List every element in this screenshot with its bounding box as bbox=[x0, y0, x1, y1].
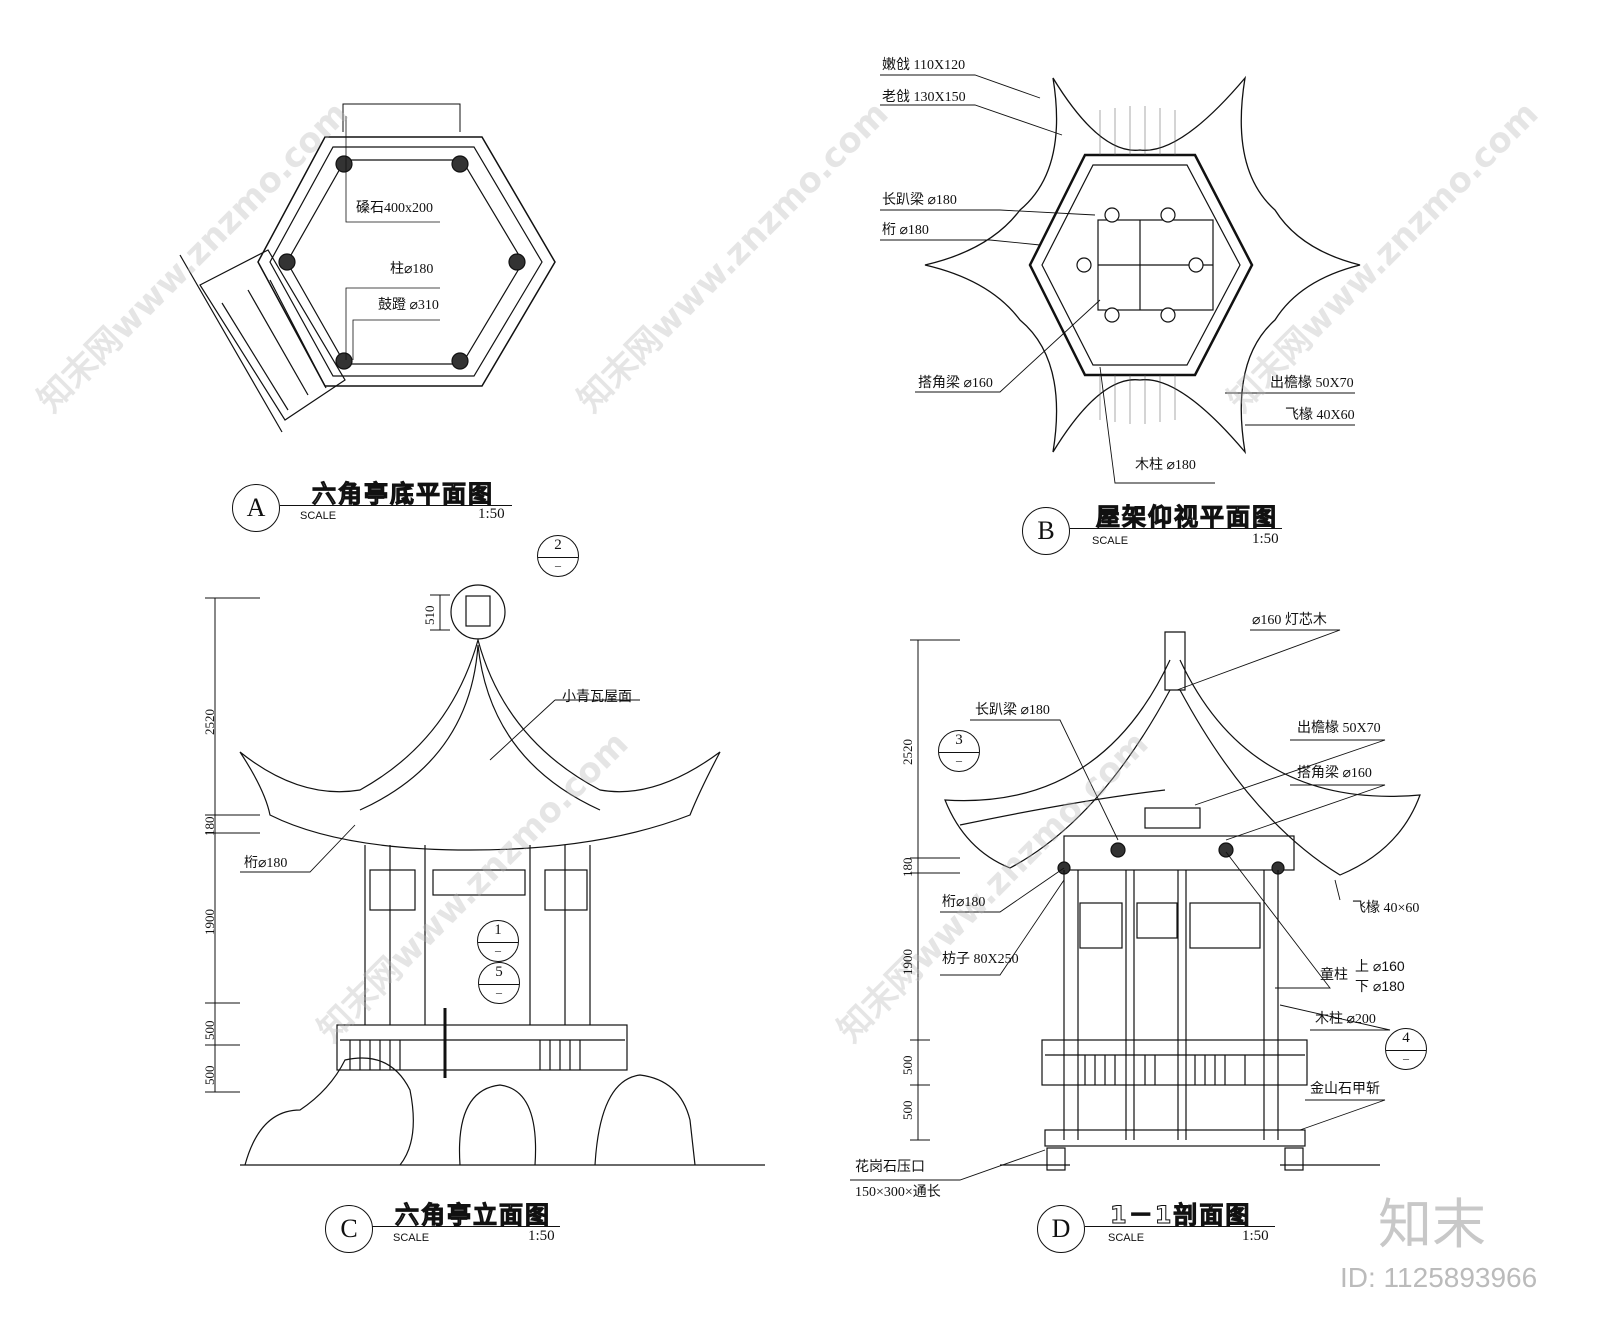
title-underline bbox=[372, 1226, 560, 1227]
bubble-sheet: – bbox=[478, 942, 518, 958]
panel-b-title: 屋架仰视平面图 bbox=[1096, 503, 1278, 532]
scale-ratio: 1:50 bbox=[478, 506, 505, 522]
dim-finial: 510 bbox=[422, 605, 437, 626]
label-short-post: 童柱 bbox=[1320, 968, 1348, 983]
bubble-sheet: – bbox=[939, 752, 979, 768]
dim-column: 1900 bbox=[202, 909, 217, 935]
label-flying-rafter: 飞椽 40×60 bbox=[1352, 901, 1420, 916]
label-column: 柱⌀180 bbox=[390, 262, 434, 277]
bubble-number: 2 bbox=[554, 537, 562, 553]
label-eave-rafter: 出檐椽 50X70 bbox=[1270, 376, 1354, 391]
detail-bubble-2[interactable]: 2– bbox=[537, 535, 579, 577]
bubble-sheet: – bbox=[479, 984, 519, 1000]
label-long-beam: 长趴梁 ⌀180 bbox=[975, 703, 1050, 718]
scale-label: SCALE bbox=[300, 510, 337, 522]
label-flying-rafter: 飞椽 40X60 bbox=[1285, 408, 1355, 423]
label-granite-base: 金山石甲斩 bbox=[1310, 1082, 1380, 1097]
dim-base: 500 bbox=[202, 1065, 217, 1086]
label-purlin: 桁 ⌀180 bbox=[882, 223, 929, 238]
leader-lines bbox=[240, 74, 1391, 1181]
title-underline bbox=[280, 505, 512, 506]
roof-frame-plan bbox=[924, 75, 1361, 455]
dim-rail: 500 bbox=[202, 1020, 217, 1041]
label-eave-rafter: 出檐椽 50X70 bbox=[1297, 721, 1381, 736]
bubble-number: 3 bbox=[955, 732, 963, 748]
scale-label: SCALE bbox=[1092, 535, 1129, 547]
panel-d-title: 1－1剖面图 bbox=[1109, 1201, 1252, 1230]
dim-roof: 2520 bbox=[900, 739, 915, 765]
bubble-sheet: – bbox=[538, 557, 578, 573]
label-wood-column: 木柱 ⌀180 bbox=[1135, 458, 1196, 473]
scale-label: SCALE bbox=[393, 1232, 430, 1244]
dim-rail: 500 bbox=[900, 1055, 915, 1076]
label-short-post-top: 上 ⌀160 bbox=[1355, 958, 1405, 974]
label-corner-beam: 搭角梁 ⌀160 bbox=[1297, 766, 1372, 781]
bubble-number: 5 bbox=[495, 964, 503, 980]
dim-eave: 180 bbox=[900, 857, 915, 878]
dim-eave: 180 bbox=[202, 816, 217, 837]
scale-ratio: 1:50 bbox=[528, 1228, 555, 1244]
label-coping-size: 150×300×通长 bbox=[855, 1185, 941, 1200]
label-old-rafter: 老戗 130X150 bbox=[882, 90, 966, 105]
label-wood-column: 木柱 ⌀200 bbox=[1315, 1012, 1376, 1027]
label-plinth-stone: 磉石400x200 bbox=[356, 201, 433, 216]
title-underline bbox=[1070, 528, 1282, 529]
label-tile-roof: 小青瓦屋面 bbox=[562, 690, 632, 705]
label-short-post-bottom: 下 ⌀180 bbox=[1355, 978, 1405, 994]
label-corner-beam: 搭角梁 ⌀160 bbox=[918, 376, 993, 391]
panel-marker-b: B bbox=[1022, 507, 1070, 555]
detail-bubble-3[interactable]: 3– bbox=[938, 730, 980, 772]
label-long-beam: 长趴梁 ⌀180 bbox=[882, 193, 957, 208]
bubble-number: 4 bbox=[1402, 1030, 1410, 1046]
bubble-sheet: – bbox=[1386, 1050, 1426, 1066]
detail-bubble-4[interactable]: 4– bbox=[1385, 1028, 1427, 1070]
detail-bubble-1[interactable]: 1– bbox=[477, 920, 519, 962]
scale-ratio: 1:50 bbox=[1242, 1228, 1269, 1244]
label-purlin: 桁⌀180 bbox=[942, 895, 986, 910]
dim-roof: 2520 bbox=[202, 709, 217, 735]
label-purlin: 桁⌀180 bbox=[244, 856, 288, 871]
label-king-post: ⌀160 灯芯木 bbox=[1252, 613, 1327, 628]
label-drum-base: 鼓蹬 ⌀310 bbox=[378, 298, 439, 313]
brand-logo: 知末 bbox=[1378, 1193, 1486, 1256]
panel-c-title: 六角亭立面图 bbox=[395, 1201, 551, 1230]
panel-marker-a: A bbox=[232, 484, 280, 532]
pavilion-section bbox=[910, 631, 1421, 1171]
pavilion-elevation bbox=[205, 584, 765, 1166]
image-id: ID: 1125893966 bbox=[1340, 1262, 1538, 1293]
scale-ratio: 1:50 bbox=[1252, 531, 1279, 547]
panel-a-title: 六角亭底平面图 bbox=[312, 480, 494, 509]
dim-base: 500 bbox=[900, 1100, 915, 1121]
scale-label: SCALE bbox=[1108, 1232, 1145, 1244]
dim-column: 1900 bbox=[900, 949, 915, 975]
title-underline bbox=[1085, 1226, 1275, 1227]
label-tie-beam: 枋子 80X250 bbox=[942, 952, 1019, 967]
hexagon-plan bbox=[179, 103, 556, 433]
bubble-number: 1 bbox=[494, 922, 502, 938]
label-tender-rafter: 嫩戗 110X120 bbox=[882, 58, 966, 73]
detail-bubble-5[interactable]: 5– bbox=[478, 962, 520, 1004]
panel-marker-d: D bbox=[1037, 1205, 1085, 1253]
panel-marker-c: C bbox=[325, 1205, 373, 1253]
label-granite-coping: 花岗石压口 bbox=[855, 1160, 925, 1175]
